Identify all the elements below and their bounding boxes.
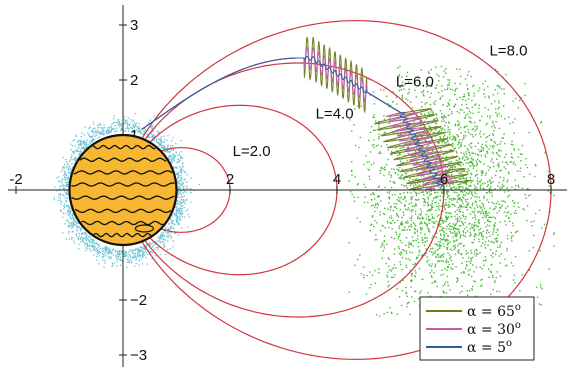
shell-label-L6: L=6.0 [396,74,434,91]
axis-ticks: -22468321−2−3 [9,17,555,364]
great-spot [134,224,154,233]
particle-trajectories [141,36,473,191]
legend-entry: α = 65o [467,302,521,320]
x-tick-label: 2 [226,171,234,188]
shell-label-L2: L=2.0 [233,143,271,160]
legend-entry: α = 5o [467,338,512,356]
x-tick-label: 6 [440,171,448,188]
y-tick-label: 2 [130,72,138,89]
planet-band [71,182,175,187]
planet-band [73,170,173,175]
planet-band [90,144,156,150]
particle-clouds [53,65,556,318]
x-tick-label: 8 [547,171,555,188]
y-tick-label: −2 [130,292,147,309]
y-tick-label: 3 [130,17,138,34]
shell-labels: L=2.0 L=4.0 L=6.0 L=8.0 [233,42,528,160]
x-tick-label: 4 [333,171,341,188]
planet [68,133,178,247]
planet-band [92,232,153,238]
shell-label-L8: L=8.0 [489,42,527,59]
planet-band [79,157,167,162]
x-tick-label: -2 [9,171,22,188]
trajectory-2 [141,55,444,188]
planet-disk [68,133,178,247]
shell-label-L4: L=4.0 [316,106,354,123]
y-tick-label: −3 [130,347,147,364]
planet-band [71,195,175,200]
legend-entry: α = 30o [467,320,521,338]
planet-band [81,220,165,226]
planet-band [74,208,172,214]
